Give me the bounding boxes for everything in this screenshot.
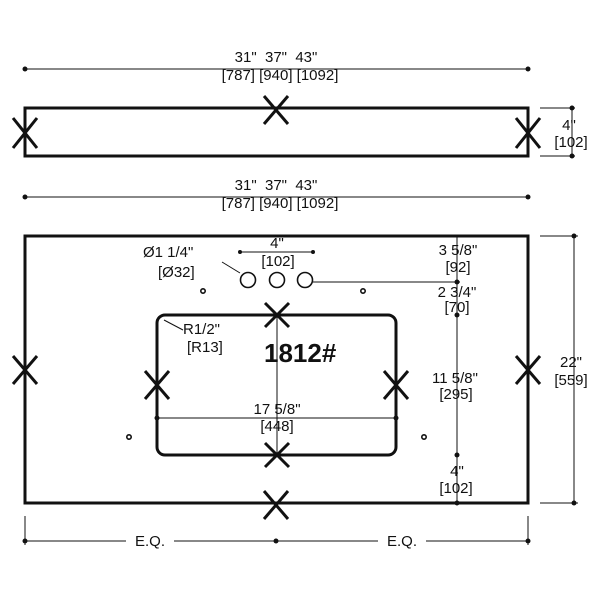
bowl-width-label-mm: [448] [260,418,293,435]
bottom-dimension-label-mm: [102] [439,480,472,497]
hole-leader-line [221,261,241,274]
dimension-endpoint [393,415,399,421]
dimension-endpoint [454,279,460,285]
dimension-endpoint [454,312,460,318]
hole-diameter-label-mm: [Ø32] [158,264,195,281]
bowl-height-label: 11 5/8" [432,370,478,387]
dimension-endpoint [569,105,575,111]
dimension-endpoint [311,250,315,254]
dimension-endpoint [571,233,577,239]
x-mark [514,355,542,385]
main-width-label-mm: [787] [940] [1092] [222,195,339,212]
x-mark [262,490,290,520]
dimension-endpoint [525,66,531,72]
top-width-label-mm: [787] [940] [1092] [222,67,339,84]
faucet-hole-left [239,271,257,289]
model-number: 1812# [264,338,337,368]
faucet-hole-center [268,271,286,289]
x-mark [263,441,291,469]
faucet-hole-right [296,271,314,289]
main-view: 31" 37" 43" [787] [940] [1092] 17 5/8" [… [11,177,588,550]
dimension-endpoint [454,452,460,458]
dimension-endpoint [525,538,531,544]
dimension-endpoint [525,194,531,200]
hole-spacing-label-mm: [102] [261,253,294,270]
backsplash-outline [23,106,530,158]
mounting-hole [359,287,366,294]
eq-right-label: E.Q. [387,533,417,550]
label-backdrop [126,532,174,550]
x-mark [262,95,290,125]
top-width-label: 31" 37" 43" [235,49,318,66]
dimension-endpoint [22,194,28,200]
dimension-endpoint [238,250,242,254]
dimension-b-label: 2 3/4" [438,284,477,301]
dimension-endpoint [154,415,160,421]
bowl-width-label: 17 5/8" [253,401,300,418]
main-width-label: 31" 37" 43" [235,177,318,194]
hole-diameter-label: Ø1 1/4" [143,244,193,261]
eq-left-label: E.Q. [135,533,165,550]
dimension-a-label-mm: [92] [445,259,470,276]
radius-leader-line [163,319,184,331]
dimension-endpoint [22,66,28,72]
top-height-label: 4" [562,117,576,134]
bowl-height-label-mm: [295] [439,386,472,403]
x-mark [143,370,171,400]
dimension-endpoint [273,538,279,544]
depth-label-mm: [559] [554,372,587,389]
x-mark [263,301,291,329]
dimension-endpoint [22,538,28,544]
x-mark [514,117,542,149]
dimension-endpoint [571,500,577,506]
top-view: 31" 37" 43" [787] [940] [1092] 4" [102] [11,49,588,159]
dimension-a-label: 3 5/8" [439,242,478,259]
corner-radius-label: R1/2" [183,321,220,338]
x-mark [11,355,39,385]
corner-radius-label-mm: [R13] [187,339,223,356]
x-mark [11,117,39,149]
dimension-endpoint [454,500,460,506]
mounting-hole [200,287,207,294]
mounting-hole [126,433,133,440]
dimension-endpoint [569,153,575,159]
dimension-b-label-mm: [70] [444,299,469,316]
label-backdrop [378,532,426,550]
mounting-hole [420,433,427,440]
bottom-dimension-label: 4" [450,463,464,480]
depth-label: 22" [560,354,582,371]
top-height-label-mm: [102] [554,134,587,151]
hole-spacing-label: 4" [270,235,284,252]
x-mark [382,370,410,400]
